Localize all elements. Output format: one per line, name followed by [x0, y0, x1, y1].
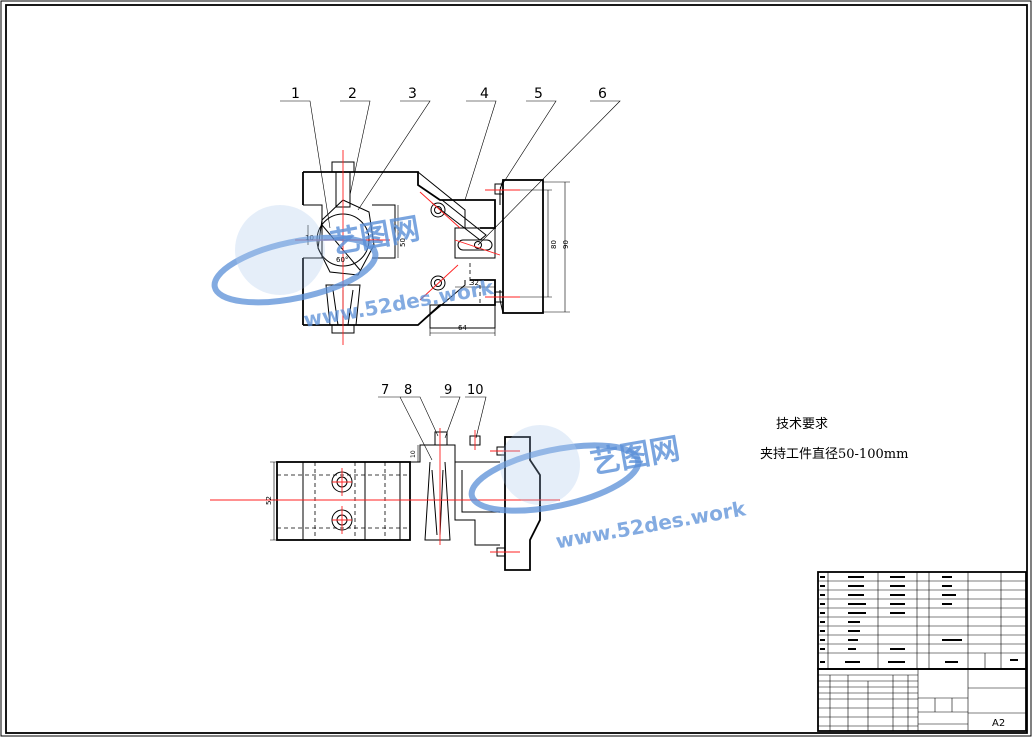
watermark-right	[468, 425, 642, 514]
parts-list	[817, 571, 1027, 670]
balloon-10: 10	[467, 383, 484, 398]
watermark-url-right: www.52des.work	[554, 496, 748, 553]
balloon-9: 9	[444, 383, 452, 398]
title-block	[817, 668, 1027, 732]
watermark-brand-right: 艺图网	[588, 431, 683, 481]
top-view	[210, 428, 560, 571]
dim-top-width: 52	[265, 496, 273, 505]
balloon-3: 3	[408, 86, 417, 102]
inner-frame	[5, 4, 1028, 734]
watermark-left	[211, 205, 379, 306]
balloon-8: 8	[404, 383, 412, 398]
balloon-5: 5	[534, 86, 543, 102]
watermark-brand-left: 艺图网	[328, 211, 423, 261]
dim-front-slot: 32	[470, 279, 479, 287]
balloon-4: 4	[480, 86, 489, 102]
balloon-leaders-top	[280, 100, 621, 246]
balloon-6: 6	[598, 86, 607, 102]
balloon-1: 1	[291, 86, 300, 102]
balloon-leaders-bottom	[378, 396, 487, 461]
dim-front-inner-height: 50	[399, 238, 407, 247]
dim-front-bottom: 64	[458, 324, 467, 332]
balloon-7: 7	[381, 383, 389, 398]
balloon-2: 2	[348, 86, 357, 102]
dim-top-small: 10	[410, 450, 417, 458]
tech-req-heading: 技术要求	[776, 417, 828, 432]
dim-front-angle: 60°	[336, 256, 348, 264]
dim-right-inner: 80	[550, 240, 558, 249]
dim-right-outer: 90	[562, 240, 570, 249]
tech-req-line1: 夹持工件直径50-100mm	[760, 447, 908, 462]
sheet-size: A2	[992, 718, 1005, 729]
